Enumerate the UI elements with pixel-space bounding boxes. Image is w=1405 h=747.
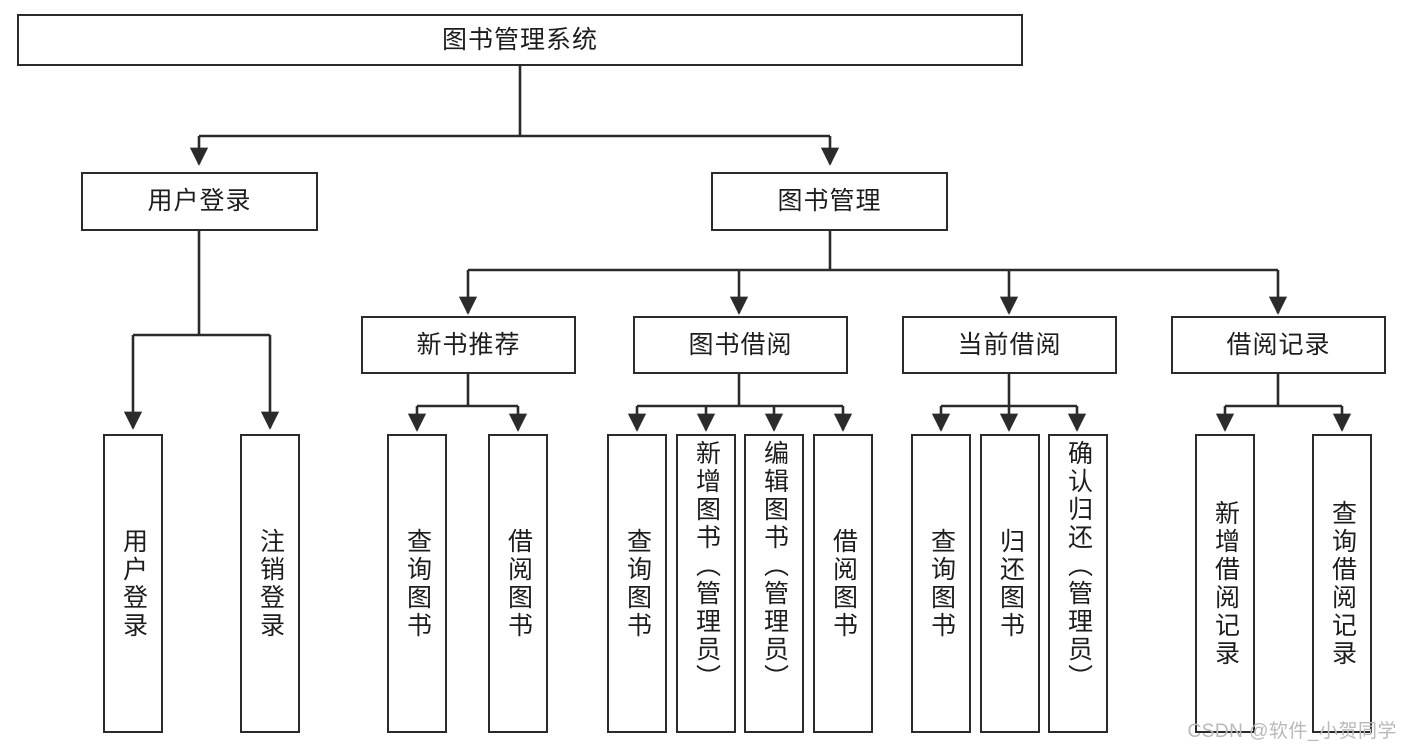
node-label: 编辑图书（管理员） [760,440,789,692]
leaf-query-book-recommend[interactable]: 查询图书 [387,434,447,733]
node-borrow-record[interactable]: 借阅记录 [1171,316,1386,374]
node-label: 新增借阅记录 [1211,499,1240,668]
leaf-edit-book[interactable]: 编辑图书（管理员） [744,434,804,733]
node-label: 注销登录 [256,527,285,640]
leaf-query-borrow-record[interactable]: 查询借阅记录 [1312,434,1372,733]
node-label: 图书管理系统 [441,25,598,54]
node-label: 归还图书 [996,527,1025,640]
leaf-add-book[interactable]: 新增图书（管理员） [676,434,736,733]
node-label: 查询图书 [623,527,652,640]
node-label: 新增图书（管理员） [692,440,721,692]
node-label: 借阅记录 [1226,330,1331,359]
node-label: 用户登录 [119,527,148,640]
leaf-borrow-book[interactable]: 借阅图书 [813,434,873,733]
node-label: 借阅图书 [829,527,858,640]
node-label: 借阅图书 [504,527,533,640]
node-label: 图书借阅 [688,330,793,359]
leaf-borrow-book-recommend[interactable]: 借阅图书 [488,434,548,733]
node-label: 新书推荐 [416,330,521,359]
leaf-user-login[interactable]: 用户登录 [103,434,163,733]
node-label: 确认归还（管理员） [1064,440,1093,692]
node-label: 图书管理 [777,187,882,216]
csdn-watermark: CSDN @软件_小贺同学 [1187,721,1397,742]
node-label: 查询图书 [403,527,432,640]
leaf-query-book-current[interactable]: 查询图书 [911,434,971,733]
leaf-logout-login[interactable]: 注销登录 [240,434,300,733]
node-label: 当前借阅 [957,330,1062,359]
leaf-confirm-return[interactable]: 确认归还（管理员） [1048,434,1108,733]
node-root-system[interactable]: 图书管理系统 [17,14,1023,66]
leaf-query-book-borrow[interactable]: 查询图书 [607,434,667,733]
node-label: 用户登录 [147,187,252,216]
node-current-borrow[interactable]: 当前借阅 [902,316,1117,374]
node-new-book-recommend[interactable]: 新书推荐 [361,316,576,374]
node-book-management[interactable]: 图书管理 [711,172,948,231]
node-label: 查询图书 [927,527,956,640]
leaf-return-book[interactable]: 归还图书 [980,434,1040,733]
node-book-borrow[interactable]: 图书借阅 [633,316,848,374]
node-label: 查询借阅记录 [1328,499,1357,668]
leaf-add-borrow-record[interactable]: 新增借阅记录 [1195,434,1255,733]
node-user-login[interactable]: 用户登录 [81,172,318,231]
